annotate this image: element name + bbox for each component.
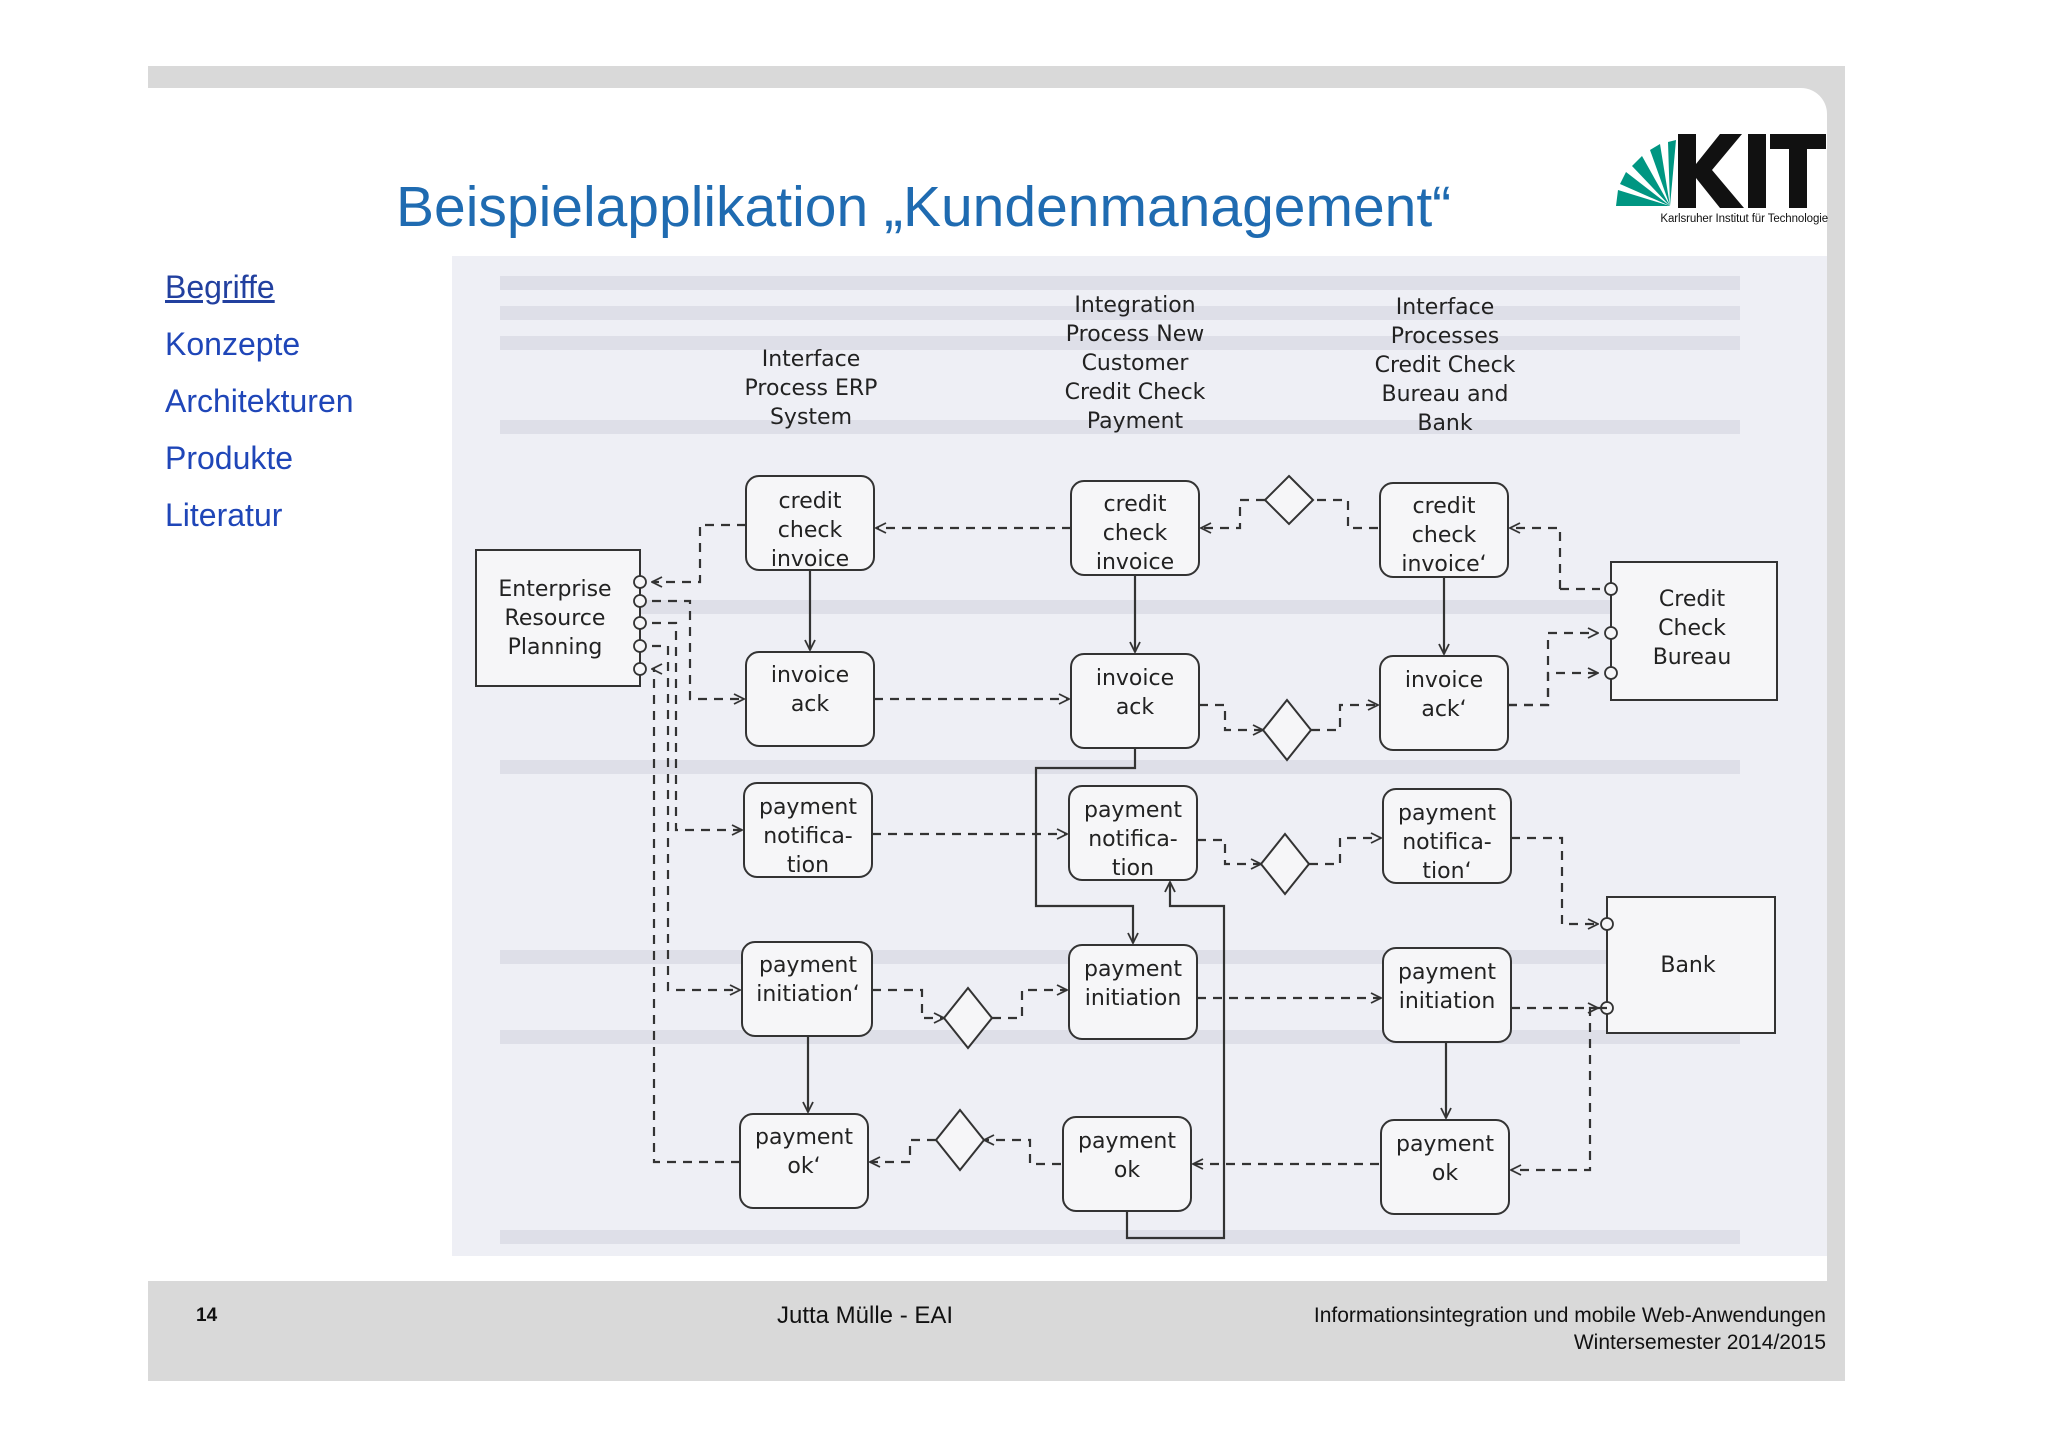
step-int-payment-initiation	[1068, 944, 1198, 1040]
diamond-payment-initiation	[942, 986, 994, 1050]
diamond-invoice-ack	[1261, 698, 1313, 762]
footer-course: Informationsintegration und mobile Web-A…	[1314, 1302, 1826, 1356]
kit-logo-wordmark	[1678, 134, 1826, 208]
slide-footer-bar	[148, 1281, 1845, 1381]
step-boxes	[739, 475, 1512, 1215]
nav-item-literatur[interactable]: Literatur	[165, 497, 283, 533]
kit-logo-subtitle: Karlsruher Institut für Technologie	[1660, 213, 1828, 225]
diamond-payment-notification	[1259, 832, 1311, 896]
step-int-payment-notification	[1068, 785, 1198, 881]
slide-navigation: Begriffe Konzepte Architekturen Produkte…	[165, 262, 425, 547]
kit-logo-fan-icon	[1616, 140, 1676, 206]
nav-item-architekturen[interactable]: Architekturen	[165, 383, 354, 419]
footer-author: Jutta Mülle - EAI	[776, 1302, 954, 1329]
figure-background	[452, 256, 1827, 1256]
kit-logo	[1616, 134, 1826, 208]
diamond-credit-check	[1263, 474, 1315, 526]
dashed-message-arrows	[652, 498, 1607, 1170]
bureau-ports	[1604, 582, 1618, 680]
footer-course-line1: Informationsintegration und mobile Web-A…	[1313, 1304, 1826, 1327]
solid-flow-arrows	[808, 570, 1446, 1240]
footer-course-line2: Wintersemester 2014/2015	[1573, 1331, 1826, 1354]
nav-item-konzepte[interactable]: Konzepte	[165, 326, 301, 362]
step-ext-payment-notification	[1382, 788, 1512, 884]
diamond-payment-ok	[934, 1108, 986, 1172]
step-erp-payment-notification	[743, 782, 873, 878]
page-number: 14	[196, 1305, 218, 1326]
system-bank: Bank	[1606, 896, 1776, 1034]
system-bank-label: Bank	[1660, 953, 1716, 978]
step-ext-invoice-ack	[1379, 655, 1509, 751]
step-ext-payment-ok	[1380, 1119, 1510, 1215]
nav-item-produkte[interactable]: Produkte	[165, 440, 294, 476]
nav-item-begriffe[interactable]: Begriffe	[165, 269, 275, 305]
slide-title: Beispielapplikation „Kundenmanagement“	[396, 175, 1452, 239]
erp-ports	[633, 575, 647, 676]
decision-diamonds	[934, 474, 1315, 1172]
